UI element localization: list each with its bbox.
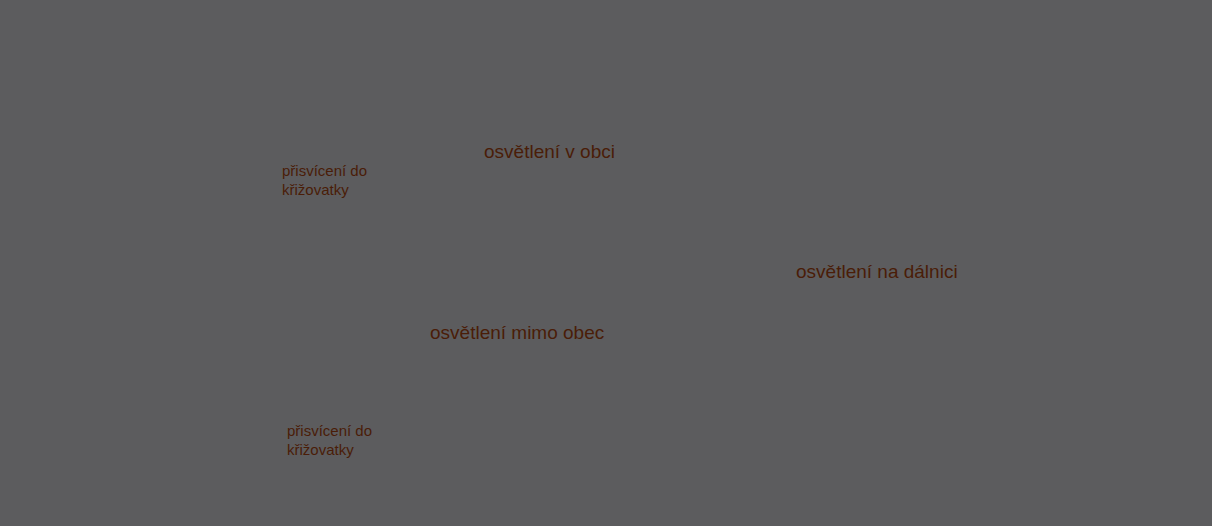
rural-light-beam [268,192,940,410]
highway-light-beam [268,158,1188,444]
light-beam-region: osvětlení mimo obec [268,192,940,410]
beam-shape [265,42,456,312]
car [82,277,260,352]
beam-shape [265,318,460,515]
beam-label: osvětlení mimo obec [430,321,604,345]
beam-label: přisvícení do křižovatky [287,422,387,460]
beam-shape [268,22,744,515]
light-beam-region: osvětlení na dálnici [268,158,1188,444]
beam-label: přisvícení do křižovatky [282,162,382,200]
beam-label: osvětlení v obci [484,140,615,164]
beam-shape [270,164,1186,440]
light-beam-region: přisvícení do křižovatky [262,40,462,314]
beam-shape [270,195,936,410]
beam-label: osvětlení na dálnici [796,260,958,284]
